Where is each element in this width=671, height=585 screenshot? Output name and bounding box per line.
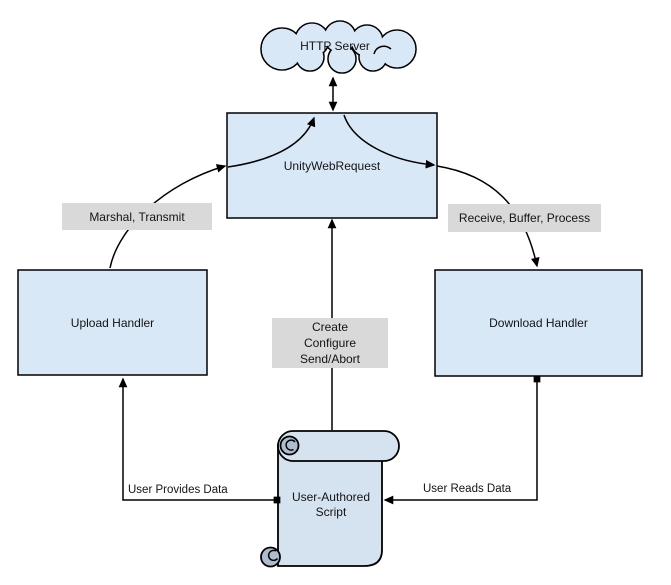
http-server-cloud-shape — [260, 20, 417, 74]
http-server-label: HTTP Server — [300, 39, 370, 53]
user-provides-data-label: User Provides Data — [128, 484, 228, 496]
receive-buffer-process-label: Receive, Buffer, Process — [448, 204, 601, 232]
unitywebrequest-internal-left-arrow — [227, 116, 316, 168]
scroll-top-curl-line — [285, 439, 296, 451]
unitywebrequest-box — [226, 112, 438, 219]
download-handler-box — [434, 269, 643, 377]
user-reads-data-label: User Reads Data — [423, 483, 512, 495]
download-handler-label: Download Handler — [489, 316, 588, 330]
user-script-label: User-Authored Script — [291, 490, 371, 519]
scroll-bottom-curl-line — [267, 549, 279, 562]
cloud-inner-curl — [373, 45, 392, 55]
upload-handler-label: Upload Handler — [70, 315, 155, 330]
unitywebrequest-to-download-arrow — [436, 165, 540, 268]
unitywebrequest-internal-right-arrow — [343, 114, 436, 169]
unitywebrequest-label: UnityWebRequest — [283, 158, 381, 173]
marshal-transmit-label: Marshal, Transmit — [62, 203, 212, 230]
scroll-body — [277, 444, 383, 567]
download-to-script-connector — [383, 375, 541, 505]
scroll-bottom-curl — [260, 546, 281, 568]
script-to-upload-connector — [118, 377, 281, 504]
scroll-top-curl — [279, 435, 300, 456]
create-configure-send-abort-label: Create Configure Send/Abort — [272, 318, 388, 368]
upload-handler-box — [17, 269, 208, 376]
